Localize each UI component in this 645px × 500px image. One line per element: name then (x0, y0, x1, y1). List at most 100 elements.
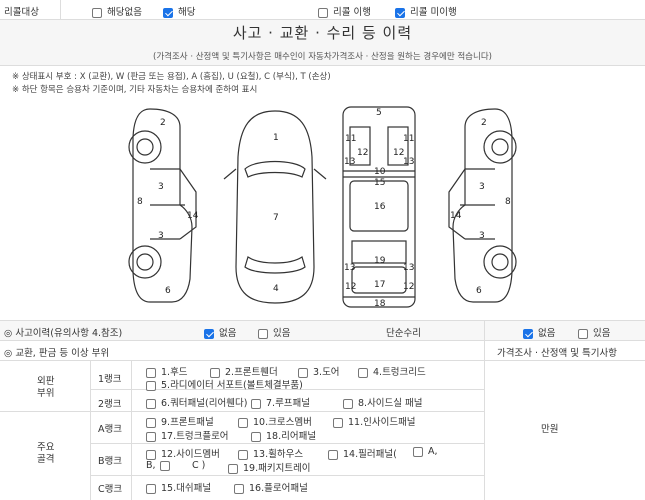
recall-done-checkbox[interactable] (318, 7, 328, 18)
part-door[interactable]: 3.도어 (298, 364, 340, 378)
left-num-2: 2 (160, 118, 166, 128)
part-package-tray[interactable]: 19.패키지트레이 (228, 460, 311, 474)
part-trunk-floor-checkbox[interactable] (146, 431, 156, 442)
chassis-num-11b: 11 (403, 134, 414, 144)
part-inside-panel-checkbox[interactable] (333, 417, 343, 428)
part-trunk-floor[interactable]: 17.트렁크플로어 (146, 428, 229, 442)
right-num-2: 2 (481, 118, 487, 128)
accident-no-label: 없음 (219, 328, 237, 339)
top-num-1: 1 (273, 133, 279, 143)
part-radiator-support-checkbox[interactable] (146, 380, 156, 391)
left-num-3a: 3 (158, 182, 164, 192)
part-rear-panel[interactable]: 18.리어패널 (251, 428, 316, 442)
part-side-member[interactable]: 12.사이드멤버 (146, 446, 220, 460)
part-trunk-floor-label: 17.트렁크플로어 (161, 431, 229, 442)
accident-no[interactable]: 없음 (204, 325, 236, 339)
part-side-sill[interactable]: 8.사이드실 패널 (343, 395, 423, 409)
part-roof-panel[interactable]: 7.루프패널 (251, 395, 310, 409)
right-num-6: 6 (476, 286, 482, 296)
repair-no-label: 없음 (538, 328, 556, 339)
repair-yes-checkbox[interactable] (578, 328, 588, 339)
divider (90, 361, 91, 500)
part-pillar-panel[interactable]: 14.필러패널( (328, 446, 397, 460)
right-front-wheel-inner (491, 138, 509, 156)
recall-applicable-yes[interactable]: 해당 (163, 4, 195, 18)
recall-applicable-no[interactable]: 해당없음 (92, 4, 142, 18)
part-floor-panel-checkbox[interactable] (234, 483, 244, 494)
parts-table: 외판 부위 주요 골격 1랭크 1.후드 2.프론트휀더 3.도어 4.트렁크리… (0, 361, 645, 500)
chassis-right-front (387, 126, 409, 166)
pillar-b[interactable]: B, (146, 460, 175, 471)
part-inside-panel[interactable]: 11.인사이드패널 (333, 414, 416, 428)
main-label-2: 골격 (37, 454, 55, 465)
part-radiator-support-label: 5.라디에이터 서포트(볼트체결부품) (161, 380, 303, 391)
pillar-a[interactable]: A, (413, 446, 438, 457)
part-roof-panel-label: 7.루프패널 (266, 398, 311, 409)
part-door-checkbox[interactable] (298, 367, 308, 378)
repair-no-checkbox[interactable] (523, 328, 533, 339)
part-quarter-panel-checkbox[interactable] (146, 398, 156, 409)
part-wheel-house[interactable]: 13.휠하우스 (238, 446, 303, 460)
part-dash-panel-checkbox[interactable] (146, 483, 156, 494)
part-pillar-panel-checkbox[interactable] (328, 449, 338, 460)
recall-applicable-no-checkbox[interactable] (92, 7, 102, 18)
recall-label: 리콜대상 (4, 7, 39, 18)
part-front-panel-checkbox[interactable] (146, 417, 156, 428)
part-front-panel[interactable]: 9.프론트패널 (146, 414, 214, 428)
rankA-label: A랭크 (98, 424, 122, 435)
right-num-3b: 3 (479, 231, 485, 241)
part-side-member-checkbox[interactable] (146, 449, 156, 460)
part-cross-member-checkbox[interactable] (238, 417, 248, 428)
part-roof-panel-checkbox[interactable] (251, 398, 261, 409)
part-cross-member-label: 10.크로스멤버 (253, 417, 312, 428)
recall-not-done[interactable]: 리콜 미이행 (395, 4, 457, 18)
part-dash-panel-label: 15.대쉬패널 (161, 483, 212, 494)
part-side-sill-checkbox[interactable] (343, 398, 353, 409)
top-view-rear-window (244, 256, 306, 274)
part-package-tray-checkbox[interactable] (228, 463, 238, 474)
recall-applicable-yes-checkbox[interactable] (163, 7, 173, 18)
recall-done[interactable]: 리콜 이행 (318, 4, 371, 18)
pillar-c[interactable]: C ) (192, 460, 205, 471)
part-front-fender-checkbox[interactable] (210, 367, 220, 378)
part-wheel-house-checkbox[interactable] (238, 449, 248, 460)
part-rear-panel-checkbox[interactable] (251, 431, 261, 442)
accident-yes[interactable]: 있음 (258, 325, 290, 339)
accident-yes-checkbox[interactable] (258, 328, 268, 339)
part-trunk-lid-checkbox[interactable] (358, 367, 368, 378)
right-num-14: 14 (450, 211, 462, 221)
accident-yes-label: 있음 (273, 328, 291, 339)
part-hood-checkbox[interactable] (146, 367, 156, 378)
part-radiator-support[interactable]: 5.라디에이터 서포트(볼트체결부품) (146, 377, 303, 391)
pillar-c-label: C ) (192, 460, 206, 471)
part-side-member-label: 12.사이드멤버 (161, 449, 220, 460)
part-floor-panel[interactable]: 16.플로어패널 (234, 480, 308, 494)
pillar-a-label: A, (428, 446, 438, 457)
part-hood[interactable]: 1.후드 (146, 364, 188, 378)
legend-note: ※ 하단 항목은 승용차 기준이며, 기타 자동차는 승용차에 준하여 표시 (12, 85, 258, 95)
accident-no-checkbox[interactable] (204, 328, 214, 339)
repair-no[interactable]: 없음 (523, 325, 555, 339)
part-cross-member[interactable]: 10.크로스멤버 (238, 414, 312, 428)
left-num-14: 14 (187, 211, 199, 221)
part-trunk-lid[interactable]: 4.트렁크리드 (358, 364, 426, 378)
chassis-floor (349, 180, 409, 232)
pillar-a-checkbox[interactable] (413, 446, 423, 457)
part-floor-panel-label: 16.플로어패널 (249, 483, 308, 494)
info-icon: ◎ (4, 348, 13, 359)
part-front-fender[interactable]: 2.프론트휀더 (210, 364, 278, 378)
page-title: 사고 · 교환 · 수리 등 이력 (232, 24, 413, 42)
pillar-b-checkbox[interactable] (159, 460, 170, 471)
accident-label: ◎ 사고이력(유의사항 4.참조) (4, 325, 122, 339)
recall-applicable-yes-label: 해당 (178, 7, 196, 18)
recall-applicable-no-label: 해당없음 (107, 7, 142, 18)
recall-row: 리콜대상 해당없음 해당 리콜 이행 리콜 미이행 (0, 0, 645, 20)
right-rear-wheel-outer (483, 245, 517, 279)
part-quarter-panel[interactable]: 6.쿼터패널(리어휀다) (146, 395, 247, 409)
divider (90, 389, 484, 390)
part-dash-panel[interactable]: 15.대쉬패널 (146, 480, 211, 494)
recall-not-done-checkbox[interactable] (395, 7, 405, 18)
repair-yes[interactable]: 있음 (578, 325, 610, 339)
rank2-label: 2랭크 (98, 399, 122, 410)
chassis-num-13d: 13 (403, 263, 414, 273)
